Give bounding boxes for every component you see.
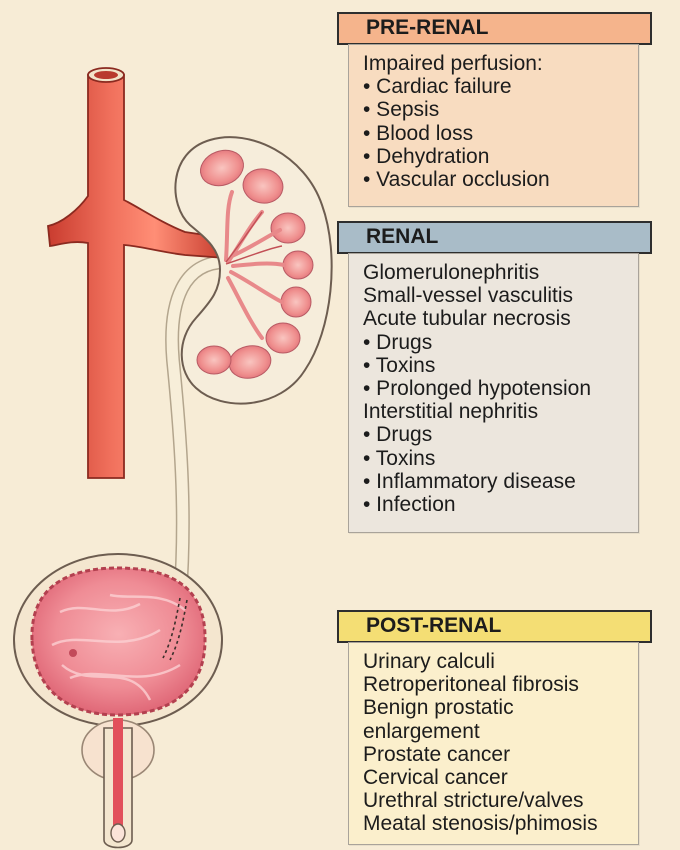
- urethra: [81, 718, 155, 849]
- post-renal-item: Meatal stenosis/phimosis: [363, 812, 598, 836]
- renal-list: Glomerulonephritis Small-vessel vasculit…: [348, 253, 639, 533]
- pre-renal-item: • Sepsis: [363, 98, 440, 122]
- pre-renal-item: Impaired perfusion:: [363, 52, 543, 75]
- post-renal-item: Prostate cancer: [363, 742, 511, 766]
- post-renal-item: Retroperitoneal fibrosis: [363, 673, 579, 697]
- aorta: [47, 67, 227, 479]
- renal-item: • Prolonged hypotension: [363, 377, 592, 401]
- renal-item: Acute tubular necrosis: [363, 307, 571, 331]
- kidney: [174, 136, 333, 405]
- pre-renal-item: • Blood loss: [363, 121, 474, 145]
- post-renal-list: Urinary calculi Retroperitoneal fibrosis…: [348, 642, 639, 845]
- post-renal-item: Cervical cancer: [363, 766, 508, 790]
- renal-item: Small-vessel vasculitis: [363, 284, 574, 308]
- renal-item: • Drugs: [363, 423, 433, 447]
- pre-renal-item: • Vascular occlusion: [363, 168, 550, 192]
- post-renal-heading: POST-RENAL: [337, 610, 652, 643]
- post-renal-item: Benign prostatic: [363, 696, 514, 720]
- renal-item: • Drugs: [363, 330, 433, 354]
- renal-heading: RENAL: [337, 221, 652, 254]
- renal-item: • Toxins: [363, 353, 436, 377]
- post-renal-item: enlargement: [363, 719, 480, 743]
- bladder: [13, 553, 223, 727]
- renal-item: • Inflammatory disease: [363, 469, 576, 493]
- post-renal-item: Urethral stricture/valves: [363, 789, 584, 813]
- post-renal-item: Urinary calculi: [363, 650, 495, 673]
- pre-renal-item: • Cardiac failure: [363, 75, 512, 99]
- renal-item: • Infection: [363, 493, 456, 517]
- renal-item: • Toxins: [363, 446, 436, 470]
- renal-item: Interstitial nephritis: [363, 400, 539, 424]
- renal-item: Glomerulonephritis: [363, 261, 540, 284]
- pre-renal-list: Impaired perfusion: • Cardiac failure • …: [348, 44, 639, 207]
- pre-renal-heading: PRE-RENAL: [337, 12, 652, 45]
- pre-renal-item: • Dehydration: [363, 144, 490, 168]
